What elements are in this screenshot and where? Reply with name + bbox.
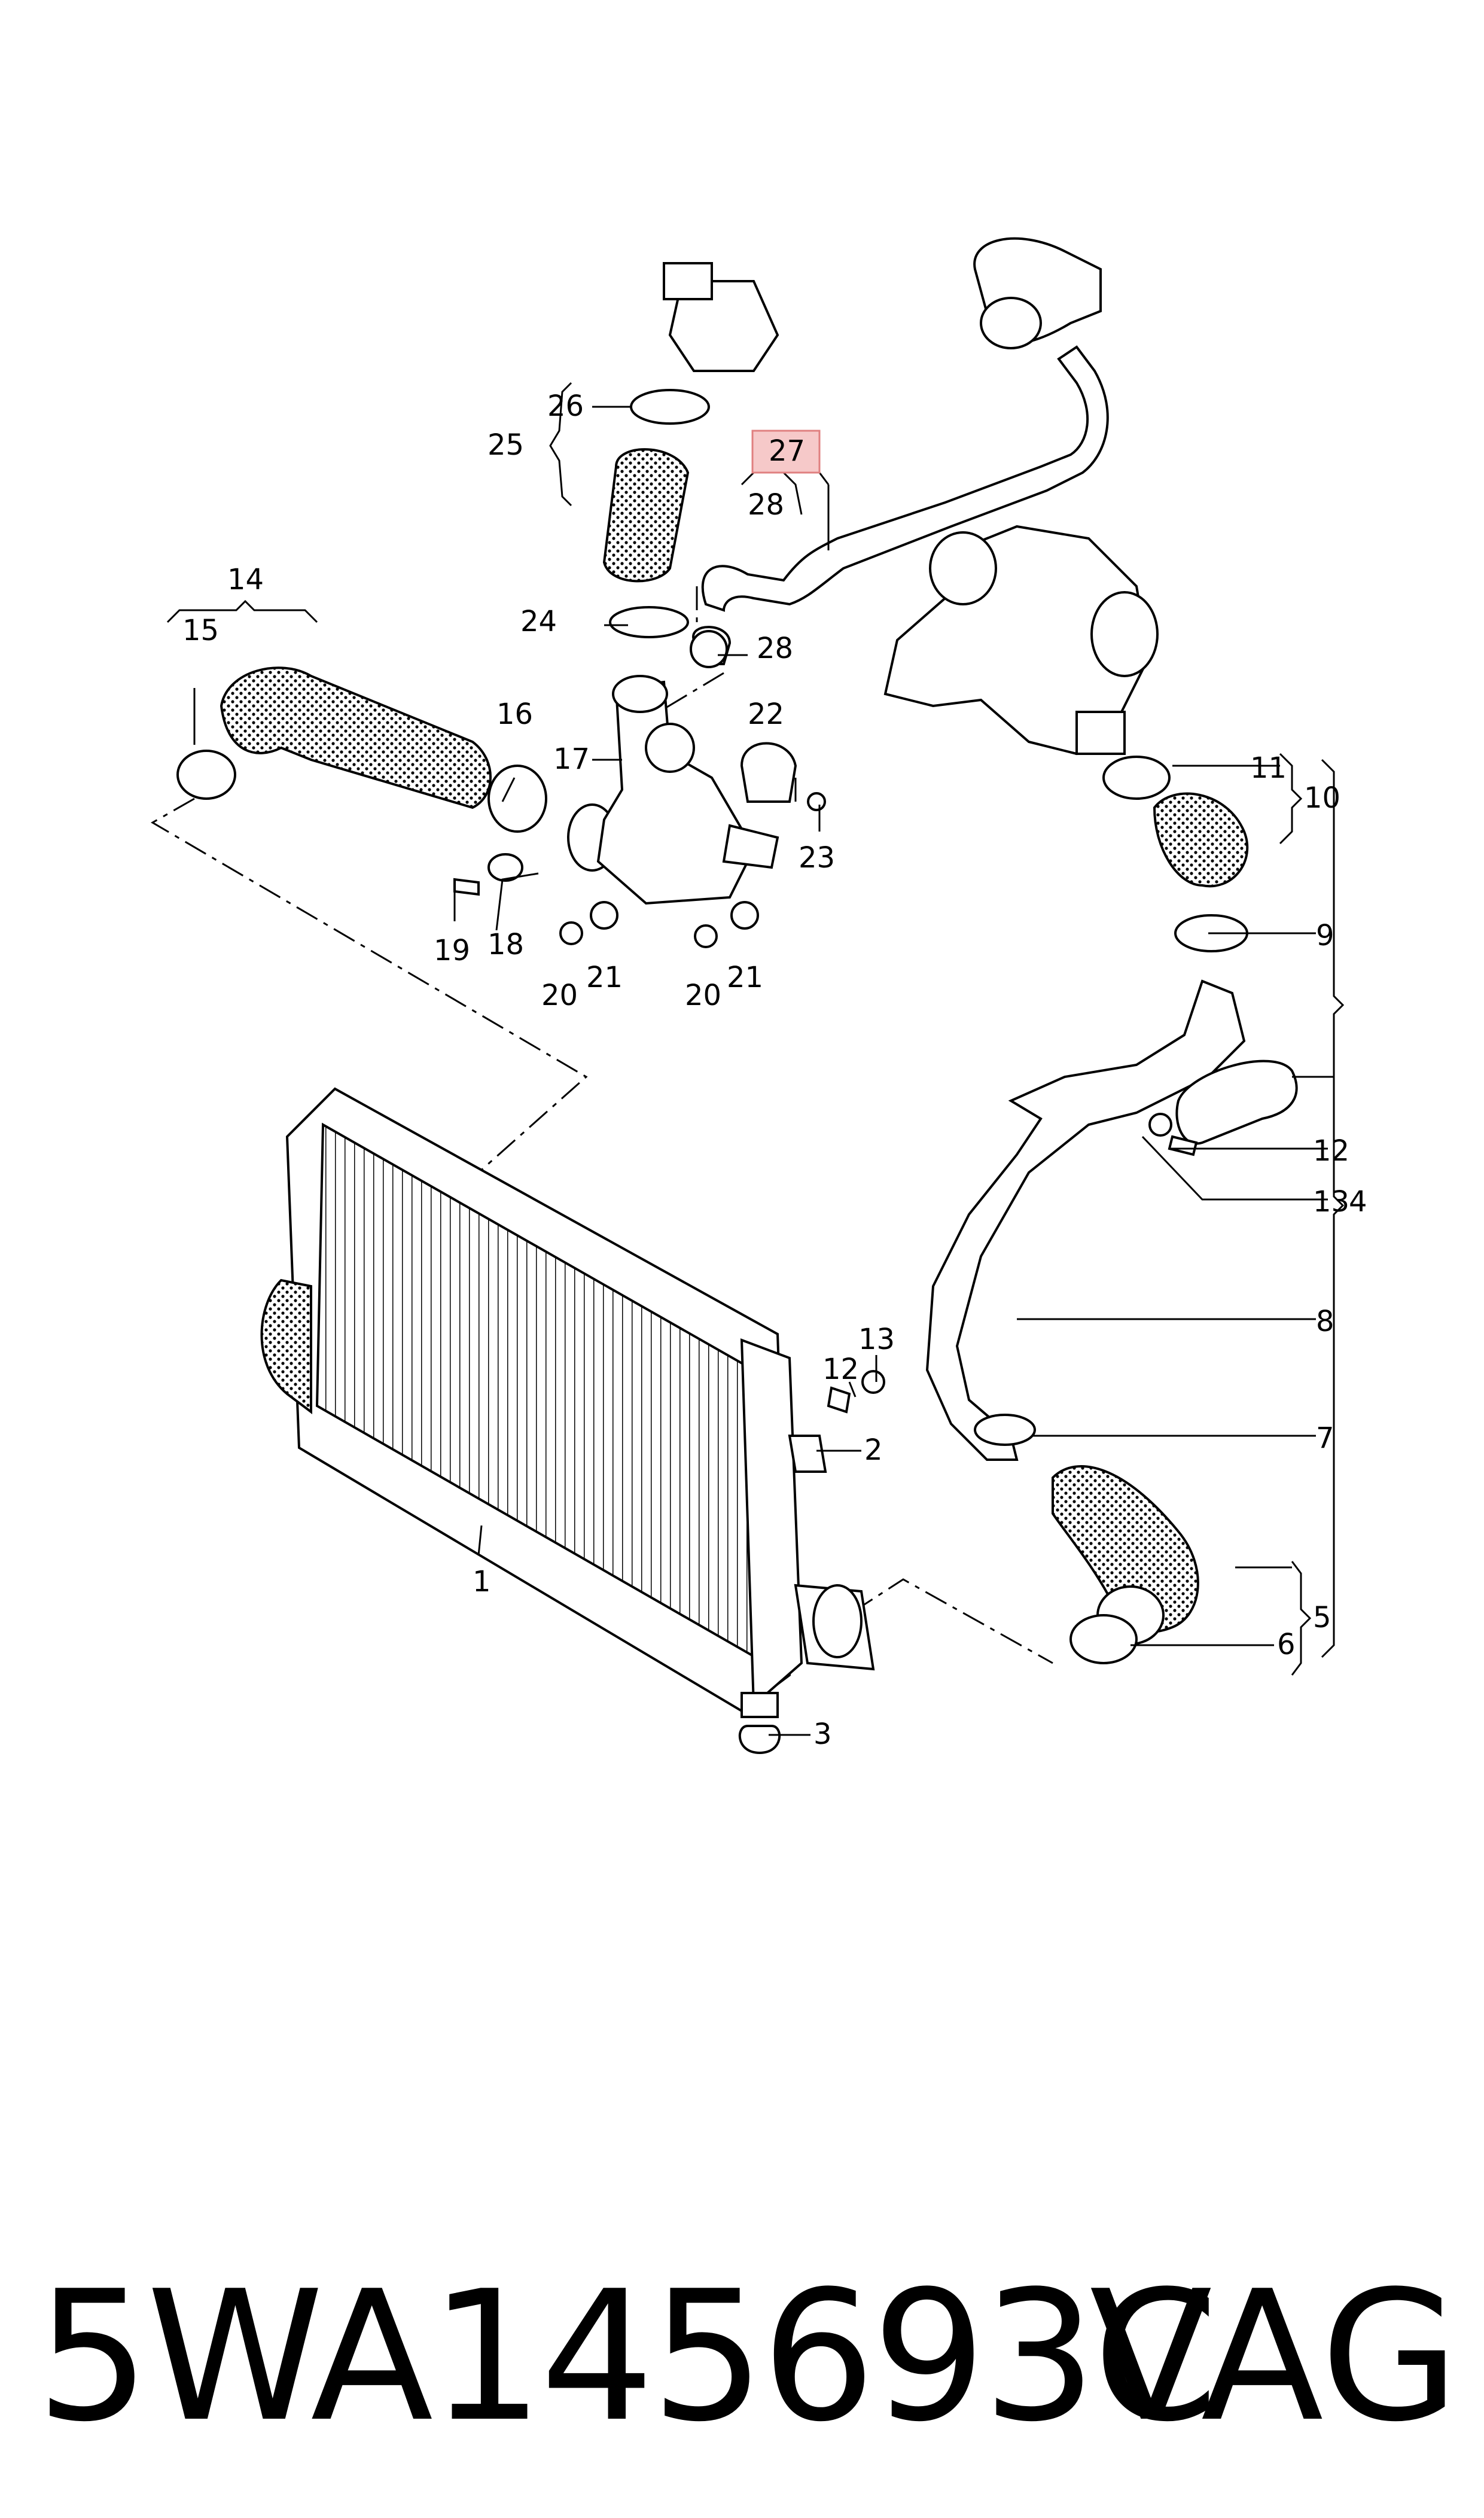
callout-3: 3 (813, 1718, 832, 1751)
charge-pipe-right (827, 756, 1298, 1664)
callout-8: 8 (1316, 1305, 1334, 1338)
callout-12-right: 12 (1313, 1134, 1349, 1168)
leader-lines (193, 406, 1334, 1736)
callout-14: 14 (227, 563, 264, 596)
callout-13-right: 13 (1313, 1185, 1349, 1219)
callout-23: 23 (799, 841, 835, 875)
braces (166, 382, 1345, 1676)
callout-10: 10 (1304, 781, 1340, 815)
brand-name: VAG (1089, 2252, 1459, 2461)
callout-15: 15 (182, 614, 219, 647)
turbocharger (883, 525, 1159, 756)
callout-19: 19 (434, 934, 470, 967)
charge-air-hose-upper (176, 666, 617, 872)
small-parts (453, 630, 826, 948)
callout-27-highlight (751, 430, 821, 474)
callout-21-right: 21 (727, 961, 763, 994)
assembly-lines (151, 586, 1053, 1664)
intake-pipe (596, 262, 797, 905)
callout-20-left: 20 (541, 979, 578, 1012)
callout-6: 6 (1277, 1628, 1296, 1661)
callout-18: 18 (487, 928, 524, 961)
callout-13-left: 13 (858, 1323, 895, 1356)
vent-hose (701, 237, 1109, 612)
callout-2: 2 (864, 1433, 883, 1467)
callout-28-right: 28 (757, 632, 793, 665)
callout-5: 5 (1313, 1601, 1331, 1634)
callout-9: 9 (1316, 919, 1334, 952)
callout-27: 27 (769, 434, 805, 468)
callout-12-left: 12 (822, 1353, 859, 1386)
part-footer: 5WA145693C VAG (36, 2249, 1459, 2465)
callout-4: 4 (1349, 1185, 1367, 1219)
callout-26: 26 (547, 389, 584, 423)
callout-1: 1 (473, 1565, 491, 1599)
callout-7: 7 (1316, 1421, 1334, 1455)
intercooler (260, 1087, 875, 1755)
callout-22: 22 (748, 698, 784, 731)
callout-17: 17 (553, 742, 590, 776)
callout-20-right: 20 (685, 979, 721, 1012)
part-number: 5WA145693C (36, 2252, 1218, 2461)
callout-24: 24 (520, 605, 557, 638)
callout-28-top: 28 (748, 488, 784, 522)
callout-labels: 1 2 3 4 5 6 7 8 9 10 11 12 12 13 13 14 1… (182, 389, 1367, 1751)
callout-16: 16 (496, 698, 533, 731)
callout-11: 11 (1250, 751, 1287, 785)
callout-21-left: 21 (586, 961, 623, 994)
callout-25: 25 (487, 428, 524, 462)
